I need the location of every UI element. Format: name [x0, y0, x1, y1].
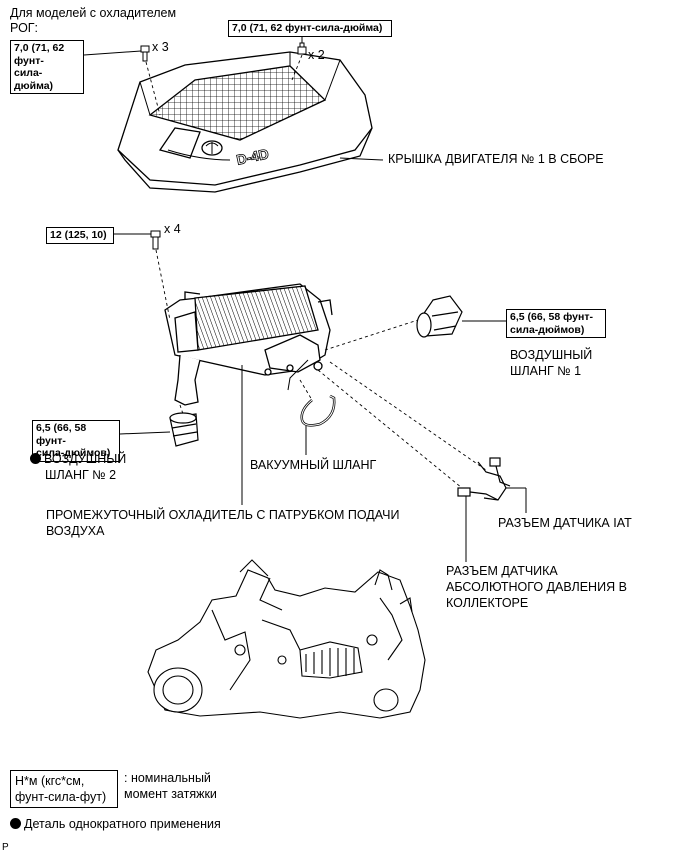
torque-value: 12 (125, 10) — [50, 229, 107, 241]
label-air-hose-1-line-2: ШЛАНГ № 1 — [510, 364, 582, 378]
torque-value: 6,5 (66, 58 фунт- — [510, 311, 593, 323]
label-air-hose-2-line-2: ШЛАНГ № 2 — [45, 468, 117, 482]
label-intercooler-line-1: ПРОМЕЖУТОЧНЫЙ ОХЛАДИТЕЛЬ С ПАТРУБКОМ ПОД… — [46, 508, 400, 522]
engine-drawing — [147, 559, 426, 719]
torque-unit: сила-дюйма) — [14, 67, 54, 92]
torque-box-cover-nuts: 7,0 (71, 62 фунт-сила-дюйма) — [228, 20, 392, 37]
intercooler-bolts-qty: x 4 — [164, 222, 181, 236]
intercooler-drawing — [164, 283, 333, 406]
cover-nuts-qty: x 2 — [308, 48, 325, 62]
label-engine-cover: КРЫШКА ДВИГАТЕЛЯ № 1 В СБОРЕ — [388, 152, 604, 166]
torque-unit: сила-дюймов) — [510, 323, 585, 336]
header-line-1: Для моделей с охладителем — [10, 6, 177, 20]
legend-single-use: Деталь однократного применения — [10, 817, 221, 832]
label-intercooler-line-2: ВОЗДУХА — [46, 524, 105, 538]
dashed-lines — [145, 54, 487, 489]
torque-box-intercooler-bolts: 12 (125, 10) — [46, 227, 114, 244]
label-text: ВОЗДУШНЫЙ — [44, 452, 127, 466]
legend-unit-line-2: фунт-сила-фут) — [15, 790, 107, 804]
single-use-dot-icon — [10, 818, 21, 829]
torque-value: 6,5 (66, 58 фунт- — [36, 422, 87, 447]
sensor-connectors-drawing — [457, 457, 511, 501]
vacuum-hose-drawing — [300, 394, 336, 427]
torque-box-hose-2: 6,5 (66, 58 фунт- сила-дюймов) — [32, 420, 120, 462]
label-air-hose-1-line-1: ВОЗДУШНЫЙ — [510, 348, 593, 362]
intercooler-bolt-icon — [150, 230, 161, 250]
label-map-connector-line-2: АБСОЛЮТНОГО ДАВЛЕНИЯ В — [446, 580, 627, 594]
label-air-hose-2-line-1: ВОЗДУШНЫЙ — [30, 452, 126, 467]
torque-value: 7,0 (71, 62 фунт-сила-дюйма) — [232, 22, 383, 34]
single-use-dot-icon — [30, 453, 41, 464]
cover-logo: D-4D — [235, 145, 270, 167]
header-line-2: РОГ: — [10, 21, 39, 35]
cover-bolts-qty: x 3 — [152, 40, 169, 54]
cover-bolt-icon — [140, 45, 150, 62]
corner-mark: P — [2, 842, 9, 853]
engine-cover-drawing — [117, 51, 373, 193]
label-map-connector-line-3: КОЛЛЕКТОРЕ — [446, 596, 529, 610]
legend-single-use-text: Деталь однократного применения — [24, 817, 221, 831]
label-iat-connector: РАЗЪЕМ ДАТЧИКА IAT — [498, 516, 632, 530]
label-vacuum-hose: ВАКУУМНЫЙ ШЛАНГ — [250, 458, 377, 472]
legend-unit-line-1: Н*м (кгс*см, — [15, 774, 85, 788]
label-map-connector-line-1: РАЗЪЕМ ДАТЧИКА — [446, 564, 558, 578]
torque-value: 7,0 (71, 62 фунт- — [14, 42, 65, 67]
legend-unit-desc-2: момент затяжки — [124, 787, 217, 801]
legend-unit-desc-1: : номинальный — [124, 771, 211, 785]
leader-lines — [83, 36, 527, 562]
legend-unit-box: Н*м (кгс*см, фунт-сила-фут) — [10, 770, 118, 808]
torque-box-hose-1: 6,5 (66, 58 фунт- сила-дюймов) — [506, 309, 606, 338]
cover-nut-icon — [297, 42, 307, 55]
air-hose-2-drawing — [169, 412, 199, 447]
air-hose-1-drawing — [416, 295, 463, 338]
torque-unit: сила-дюймов) — [36, 447, 111, 459]
torque-box-cover-bolts: 7,0 (71, 62 фунт- сила-дюйма) — [10, 40, 84, 94]
